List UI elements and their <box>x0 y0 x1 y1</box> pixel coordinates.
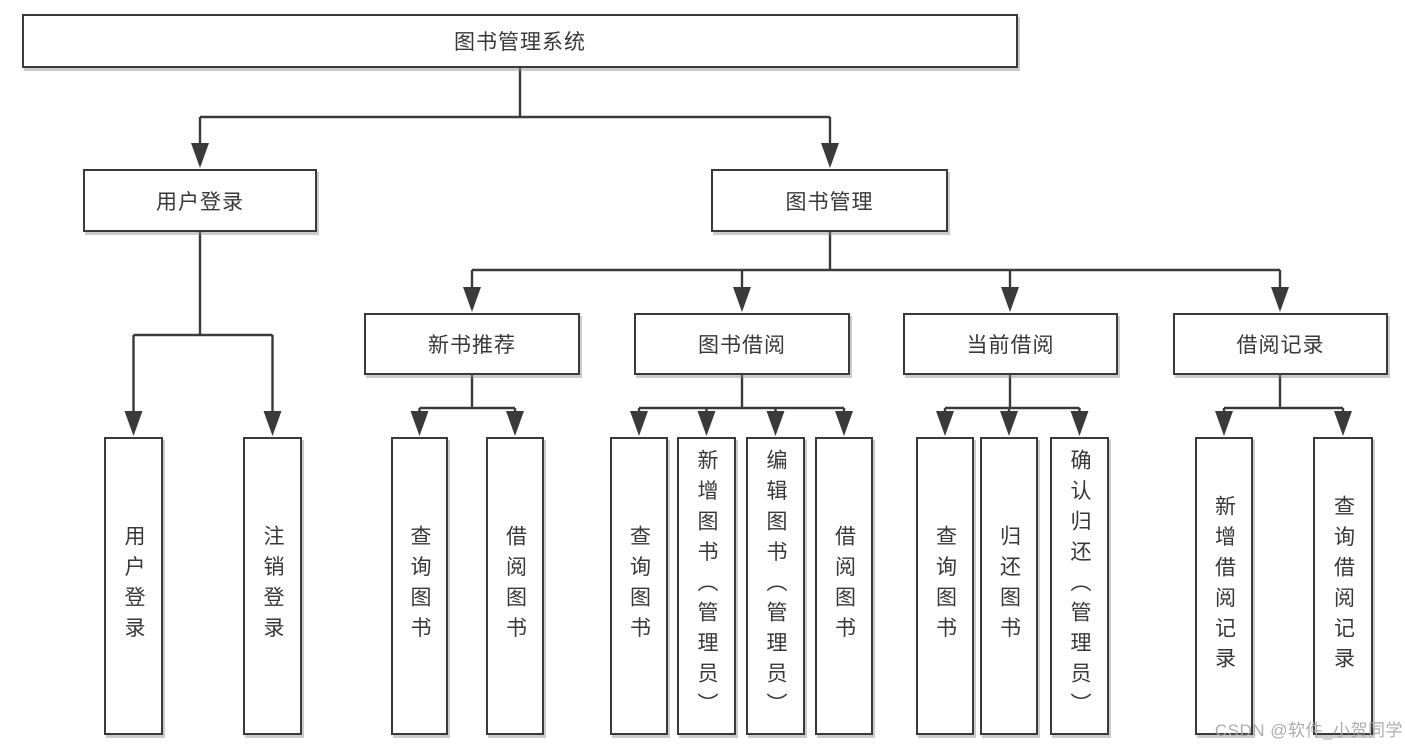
leaf-add-borrow-record: 新增借阅记录 <box>1195 437 1253 735</box>
node-book-borrow: 图书借阅 <box>634 313 850 375</box>
node-new-book-recommend: 新书推荐 <box>364 313 580 375</box>
leaf-query-books: 查询图书 <box>610 437 668 735</box>
leaf-borrow-books: 借阅图书 <box>486 437 544 735</box>
csdn-watermark: CSDN @软件_小贺同学 <box>1214 721 1403 740</box>
leaf-return-books: 归还图书 <box>980 437 1038 735</box>
leaf-query-books: 查询图书 <box>391 437 448 735</box>
leaf-query-borrow-record: 查询借阅记录 <box>1313 437 1373 735</box>
leaf-add-books-admin: 新增图书（管理员） <box>677 437 736 735</box>
leaf-edit-books-admin: 编辑图书（管理员） <box>746 437 805 735</box>
node-current-borrow: 当前借阅 <box>903 313 1118 375</box>
node-user-login-group: 用户登录 <box>83 169 317 232</box>
leaf-confirm-return-admin: 确认归还（管理员） <box>1050 437 1109 735</box>
node-borrow-records: 借阅记录 <box>1173 313 1388 375</box>
leaf-user-login: 用户登录 <box>104 437 163 735</box>
leaf-query-books: 查询图书 <box>916 437 974 735</box>
node-book-management: 图书管理 <box>711 169 948 232</box>
leaf-borrow-books: 借阅图书 <box>815 437 873 735</box>
leaf-logout: 注销登录 <box>243 437 302 735</box>
node-library-management-system: 图书管理系统 <box>22 14 1018 68</box>
